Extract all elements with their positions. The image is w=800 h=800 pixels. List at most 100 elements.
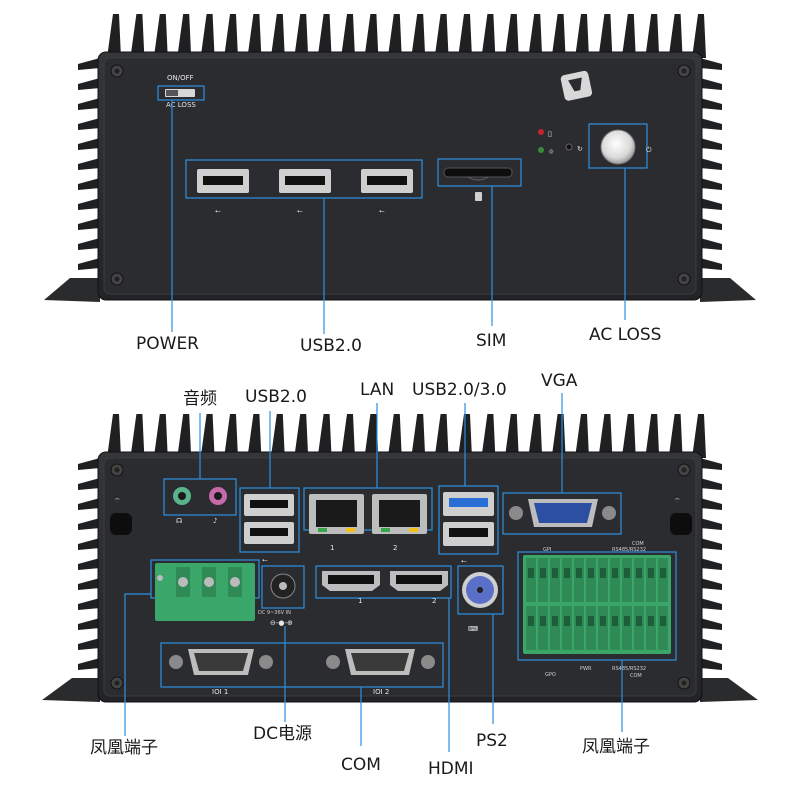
side-fin [78, 478, 100, 490]
side-fin [700, 178, 722, 190]
label-usb-rear: USB2.0 [245, 387, 307, 407]
ps2-callout [457, 565, 504, 615]
side-fin [78, 218, 100, 230]
terminal-slot [586, 606, 596, 650]
side-fin [700, 578, 722, 590]
front-usb-ports: ⭠⭠⭠ [197, 169, 413, 215]
vga-port[interactable] [509, 499, 616, 527]
hdmi-port-2[interactable] [390, 571, 448, 591]
heatsink-fin [341, 14, 355, 58]
ps2-port[interactable] [462, 572, 498, 608]
power-button[interactable] [600, 129, 636, 165]
power-switch-callout [157, 85, 205, 101]
rear-screw-bottom-right [677, 676, 691, 690]
com-2-label: IOI 2 [373, 688, 389, 696]
rear-right-foot [700, 678, 758, 702]
microphone-jack[interactable] [209, 487, 227, 505]
antenna-hole-left [110, 513, 132, 535]
usb-tongue [285, 176, 325, 185]
front-screw-bottom-left [110, 272, 124, 286]
hdmi-port-1[interactable] [322, 571, 380, 591]
heatsink-fin [621, 14, 636, 58]
rear-screw-bottom-left [110, 676, 124, 690]
heatsink-fin [130, 414, 145, 458]
heatsink-fin [270, 14, 285, 58]
terminal-hole [612, 616, 618, 626]
heatsink-fin [504, 414, 519, 458]
heatsink-fin [200, 414, 215, 458]
phoenix-right-callout [517, 551, 677, 661]
lan-port-2[interactable] [372, 494, 427, 534]
led-green [538, 147, 544, 153]
terminal-hole [636, 616, 642, 626]
usb3-port[interactable] [443, 492, 494, 516]
label-sim: SIM [476, 331, 506, 351]
ps2-icon: ⌨ [468, 625, 478, 633]
hdmi-1-label: 1 [358, 597, 362, 605]
terminal-hole [552, 568, 558, 578]
heatsink-fin [107, 414, 121, 458]
heatsink-fin [177, 14, 192, 58]
front-usb-port[interactable] [197, 169, 249, 193]
front-usb-port[interactable] [361, 169, 413, 193]
heatsink-fin [434, 14, 449, 58]
lan-port-1[interactable] [309, 494, 364, 534]
side-fin [700, 238, 722, 250]
side-fin [78, 238, 100, 250]
rear-usb-port-1[interactable] [244, 494, 294, 516]
heatsink-fin [411, 14, 426, 58]
com-port-1[interactable] [169, 649, 273, 675]
heatsink-fin [621, 414, 636, 458]
side-fin [700, 638, 722, 650]
front-side-fins [78, 58, 722, 270]
headphone-jack[interactable] [173, 487, 191, 505]
label-dc: DC电源 [253, 724, 312, 744]
sim-slot[interactable] [443, 167, 513, 178]
terminal-slot [610, 606, 620, 650]
terminal-slot [622, 558, 632, 602]
label-lan: LAN [360, 380, 394, 400]
label-phoenix-left: 凤凰端子 [90, 738, 158, 758]
reset-button[interactable] [565, 143, 573, 151]
brand-logo [560, 70, 593, 101]
heatsink-fin [177, 414, 192, 458]
wifi-icon-right: ⌔ [674, 497, 681, 505]
heatsink-fin [130, 14, 145, 58]
terminal-slot [574, 558, 584, 602]
rear-heatsink-fins [107, 414, 706, 458]
lan-callout [303, 487, 433, 531]
heatsink-fin [107, 14, 121, 58]
dc-jack[interactable] [270, 573, 296, 599]
terminal-slot [658, 558, 668, 602]
terminal-hole [600, 568, 606, 578]
heatsink-fin [317, 14, 332, 58]
heatsink-fin [481, 414, 496, 458]
terminal-slot [562, 558, 572, 602]
microphone-icon: ♪ [213, 517, 217, 525]
label-usb3: USB2.0/3.0 [412, 380, 507, 400]
heatsink-fin [668, 14, 683, 58]
heatsink-fin [458, 14, 472, 58]
hdd-icon: ▯ [548, 130, 552, 138]
phoenix-terminal-right[interactable] [523, 555, 671, 654]
terminal-hole [576, 568, 582, 578]
heatsink-fin [247, 14, 262, 58]
rear-usb-port-2[interactable] [244, 522, 294, 544]
usb2-port-stacked[interactable] [443, 522, 494, 546]
terminal-slot [610, 558, 620, 602]
gpi-label: GPI [543, 547, 551, 553]
terminal-hole [648, 616, 654, 626]
rear-screw-top-left [110, 463, 124, 477]
terminal-slot [634, 558, 644, 602]
usb-icon: ⭠ [215, 207, 221, 215]
phoenix-terminal-left[interactable] [155, 563, 255, 621]
label-audio: 音频 [183, 389, 217, 409]
com-port-2[interactable] [326, 649, 435, 675]
front-usb-port[interactable] [279, 169, 331, 193]
heatsink-fin [551, 414, 566, 458]
label-hdmi: HDMI [428, 759, 474, 779]
heatsink-fin [692, 414, 706, 458]
com-bottom-label: COM [630, 673, 642, 679]
power-switch-slider [166, 90, 178, 96]
